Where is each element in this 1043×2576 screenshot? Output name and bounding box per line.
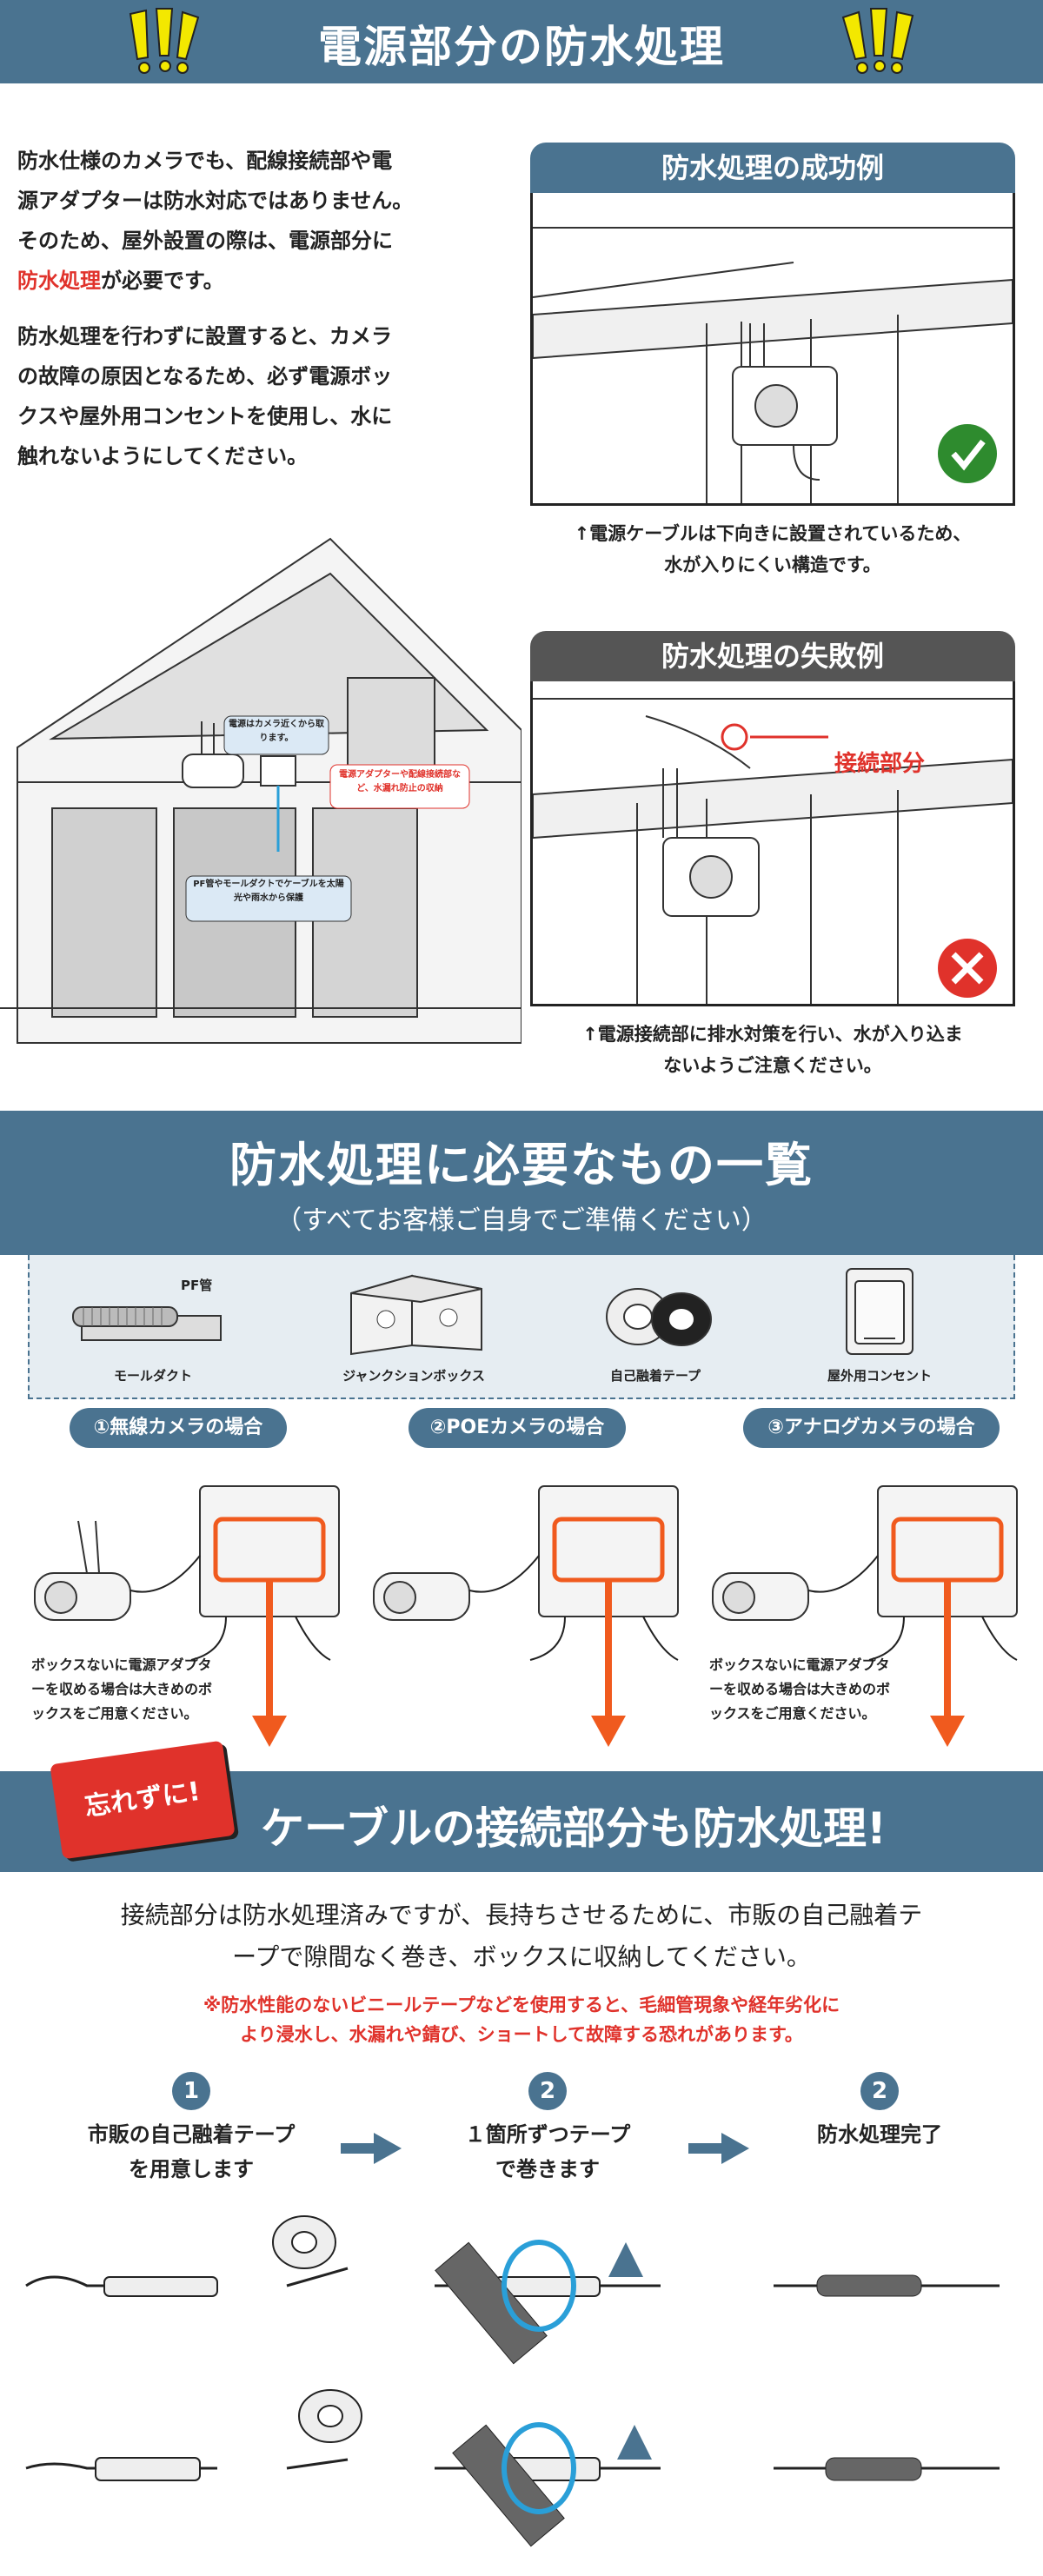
note-line: ーを収める場合は大きめのボ — [31, 1681, 213, 1697]
connection-callout: 接続部分 — [834, 751, 926, 777]
note-line: ーを収める場合は大きめのボ — [709, 1681, 891, 1697]
intro-line: 防水処理を行わずに設置すると、カメラ — [17, 324, 393, 349]
tool-label-outlet: 屋外用コンセント — [827, 1368, 932, 1384]
case-pill-analog: ③アナログカメラの場合 — [743, 1408, 1000, 1448]
cable-body-text: 接続部分は防水処理済みですが、長持ちさせるために、市販の自己融着テ ープで隙間な… — [26, 1895, 1017, 1978]
case-pill-wireless: ①無線カメラの場合 — [70, 1408, 287, 1448]
step-line: 市販の自己融着テープ — [87, 2122, 296, 2147]
tool-label-junction-box: ジャンクションボックス — [342, 1368, 485, 1384]
intro-line: 触れないようにしてください。 — [17, 444, 309, 468]
tools-panel: PF管 モールダクト ジャンクションボックス 自己融着テープ 屋外用コンセント — [28, 1255, 1015, 1399]
page-title: 電源部分の防水処理 — [318, 22, 725, 72]
house-callout-duct: PF管やモールダクトでケーブルを太陽光や雨水から保護 — [193, 880, 344, 903]
caption-line: ↑電源ケーブルは下向きに設置されているため、 — [574, 523, 972, 544]
caption-line: 水が入りにくい構造です。 — [664, 554, 881, 575]
top-banner: 電源部分の防水処理 — [0, 0, 1043, 83]
success-panel-image — [530, 193, 1015, 506]
outdoor-outlet-icon — [846, 1268, 913, 1355]
intro-line: クスや屋外用コンセントを使用し、水に — [17, 404, 393, 428]
duct-pipe-icon — [72, 1306, 222, 1341]
highlight-text: 防水処理 — [17, 269, 101, 293]
body-line: ープで隙間なく巻き、ボックスに収納してください。 — [232, 1942, 811, 1971]
intro-line: 防水処理が必要です。 — [17, 261, 504, 301]
step-number: 2 — [528, 2072, 567, 2110]
house-illustration: 電源はカメラ近くから取ります。 電源アダプターや配線接続部など、水漏れ防止の収納… — [0, 537, 522, 1044]
house-callout-power: 電源はカメラ近くから取ります。 — [229, 720, 324, 743]
case-note-wireless: ボックスないに電源アダプタ ーを収める場合は大きめのボ ックスをご用意ください。 — [31, 1653, 249, 1726]
note-line: ボックスないに電源アダプタ — [31, 1656, 212, 1673]
caption-line: ↑電源接続部に排水対策を行い、水が入り込ま — [582, 1024, 963, 1045]
tool-label-tape: 自己融着テープ — [609, 1368, 701, 1384]
fail-illustration — [533, 698, 1013, 1004]
warn-line: ※防水性能のないビニールテープなどを使用すると、毛細管現象や経年劣化に — [203, 1995, 840, 2015]
intro-line: 防水仕様のカメラでも、配線接続部や電 — [17, 149, 393, 173]
tape-roll-icon — [606, 1288, 712, 1346]
arrow-right-icon — [341, 2133, 402, 2164]
body-line: 接続部分は防水処理済みですが、長持ちさせるために、市販の自己融着テ — [120, 1901, 923, 1929]
success-illustration — [533, 227, 1013, 503]
fail-caption: ↑電源接続部に排水対策を行い、水が入り込ま ないようご注意ください。 — [530, 1019, 1015, 1081]
pf-pipe-label: PF管 — [181, 1278, 213, 1293]
step-line: で巻きます — [495, 2157, 600, 2181]
intro-line: そのため、屋外設置の際は、電源部分に — [17, 229, 393, 253]
tape-steps-illustration — [25, 2215, 1000, 2547]
tool-label-duct: モールダクト — [113, 1368, 192, 1384]
fail-panel-title: 防水処理の失敗例 — [530, 631, 1015, 681]
house-callout-box: 電源アダプターや配線接続部など、水漏れ防止の収納 — [339, 770, 461, 793]
step-number: 1 — [172, 2072, 210, 2110]
step-line: 防水処理完了 — [817, 2122, 942, 2147]
required-items-banner: 防水処理に必要なもの一覧 （すべてお客様ご自身でご準備ください） — [0, 1111, 1043, 1255]
step-label-3: 防水処理完了 — [749, 2117, 1010, 2152]
step-line: １箇所ずつテープ — [464, 2122, 631, 2147]
warn-line: より浸水し、水漏れや錆び、ショートして故障する恐れがあります。 — [240, 2024, 803, 2045]
fail-panel-image — [530, 681, 1015, 1006]
step-number: 2 — [860, 2072, 899, 2110]
arrow-right-icon — [688, 2133, 749, 2164]
required-items-title: 防水処理に必要なもの一覧 — [229, 1138, 814, 1192]
ok-check-icon — [938, 424, 997, 483]
required-items-subtitle: （すべてお客様ご自身でご準備ください） — [276, 1205, 767, 1236]
cable-banner-title: ケーブルの接続部分も防水処理! — [261, 1803, 887, 1854]
case-pill-poe: ②POEカメラの場合 — [409, 1408, 626, 1448]
warning-marks-right-icon — [841, 8, 914, 74]
note-line: ックスをご用意ください。 — [31, 1705, 198, 1722]
intro-line: 源アダプターは防水対応ではありません。 — [17, 189, 414, 213]
caption-line: ないようご注意ください。 — [663, 1055, 882, 1076]
note-line: ックスをご用意ください。 — [709, 1705, 876, 1722]
connection-highlight-icon — [721, 723, 748, 751]
step-line: を用意します — [129, 2157, 254, 2181]
warning-marks-left-icon — [129, 8, 200, 74]
step-label-1: 市販の自己融着テープ を用意します — [61, 2117, 322, 2187]
intro-text: 防水仕様のカメラでも、配線接続部や電 源アダプターは防水対応ではありません。 そ… — [17, 141, 504, 476]
intro-line-rest: が必要です。 — [101, 269, 224, 293]
camera-cases-illustration — [34, 1485, 1018, 1747]
junction-box-icon — [350, 1274, 482, 1356]
success-caption: ↑電源ケーブルは下向きに設置されているため、 水が入りにくい構造です。 — [530, 518, 1015, 581]
cable-warning: ※防水性能のないビニールテープなどを使用すると、毛細管現象や経年劣化に より浸水… — [26, 1990, 1017, 2049]
case-note-analog: ボックスないに電源アダプタ ーを収める場合は大きめのボ ックスをご用意ください。 — [709, 1653, 927, 1726]
note-line: ボックスないに電源アダプタ — [709, 1656, 890, 1673]
intro-line: の故障の原因となるため、必ず電源ボッ — [17, 364, 393, 388]
success-panel-title: 防水処理の成功例 — [530, 143, 1015, 193]
step-label-2: １箇所ずつテープ で巻きます — [417, 2117, 678, 2187]
